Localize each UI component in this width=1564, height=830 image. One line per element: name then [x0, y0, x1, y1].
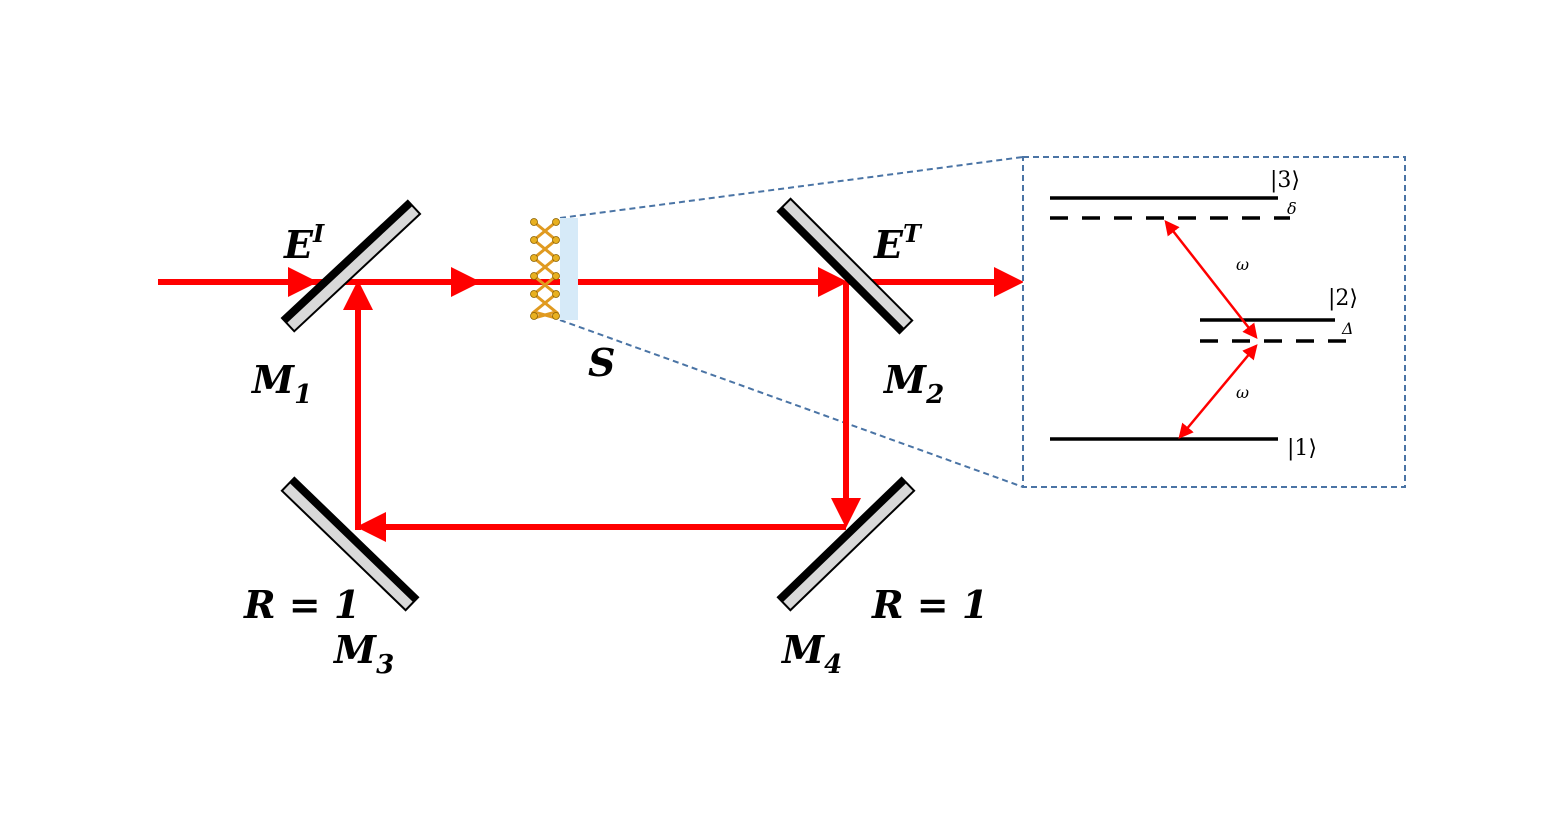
- label-m1: M1: [250, 357, 312, 410]
- label-m4: M4: [780, 627, 842, 680]
- mirror-m2: [776, 197, 914, 335]
- label-reflectivity-m3: R = 1: [243, 582, 360, 627]
- zoom-line-top: [559, 156, 1024, 219]
- label-m2: M2: [882, 357, 944, 410]
- detuning-delta-small: δ: [1287, 199, 1297, 218]
- transition-arrow-lower: [1178, 344, 1258, 439]
- mirror-m1: [280, 199, 422, 333]
- level-2-label: |2⟩: [1328, 286, 1358, 311]
- frequency-label-lower: ω: [1236, 383, 1249, 402]
- label-input-field: EI: [283, 219, 325, 267]
- transition-arrow-upper: [1164, 220, 1258, 339]
- zoom-line-bottom: [559, 319, 1024, 488]
- energy-level-inset: |3⟩ |2⟩ |1⟩ δ Δ ω ω: [1022, 156, 1406, 488]
- label-m3: M3: [332, 627, 394, 680]
- label-reflectivity-m4: R = 1: [871, 582, 988, 627]
- label-sample: S: [588, 340, 615, 385]
- level-3-label: |3⟩: [1270, 168, 1300, 193]
- label-transmitted-field: ET: [873, 219, 923, 267]
- level-1-label: |1⟩: [1287, 436, 1317, 461]
- molecule-chain-icon: [530, 220, 560, 320]
- detuning-delta-large: Δ: [1341, 319, 1354, 338]
- mirror-m4: [776, 476, 916, 612]
- mirror-m3: [280, 476, 420, 612]
- frequency-label-upper: ω: [1236, 255, 1249, 274]
- sample-substrate: [560, 218, 578, 320]
- sample: [530, 218, 578, 320]
